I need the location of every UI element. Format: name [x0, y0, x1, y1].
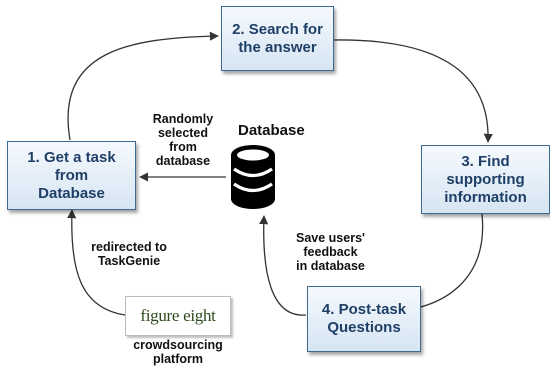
- database-icon: [231, 145, 275, 209]
- step-1-get-task: 1. Get a task from Database: [7, 141, 136, 210]
- step-3-find-information: 3. Find supporting information: [421, 145, 550, 214]
- database-label: Database: [238, 122, 305, 139]
- arrow-platform-to-task: [67, 209, 126, 316]
- label-redirected: redirected to TaskGenie: [91, 240, 167, 268]
- arrow-task-to-search: [67, 31, 219, 141]
- logo-wordmark: figure eight: [140, 306, 216, 325]
- label-crowdsourcing-platform: crowdsourcing platform: [133, 338, 223, 366]
- figure-eight-logo: figure eight: [125, 296, 231, 336]
- step-2-search: 2. Search for the answer: [221, 6, 334, 71]
- arrow-post-to-database: [259, 215, 307, 316]
- label-save-feedback: Save users' feedback in database: [296, 231, 365, 273]
- step-4-post-task-questions: 4. Post-task Questions: [307, 286, 421, 352]
- label-randomly-selected: Randomly selected from database: [152, 112, 214, 168]
- arrow-search-to-find: [331, 39, 493, 143]
